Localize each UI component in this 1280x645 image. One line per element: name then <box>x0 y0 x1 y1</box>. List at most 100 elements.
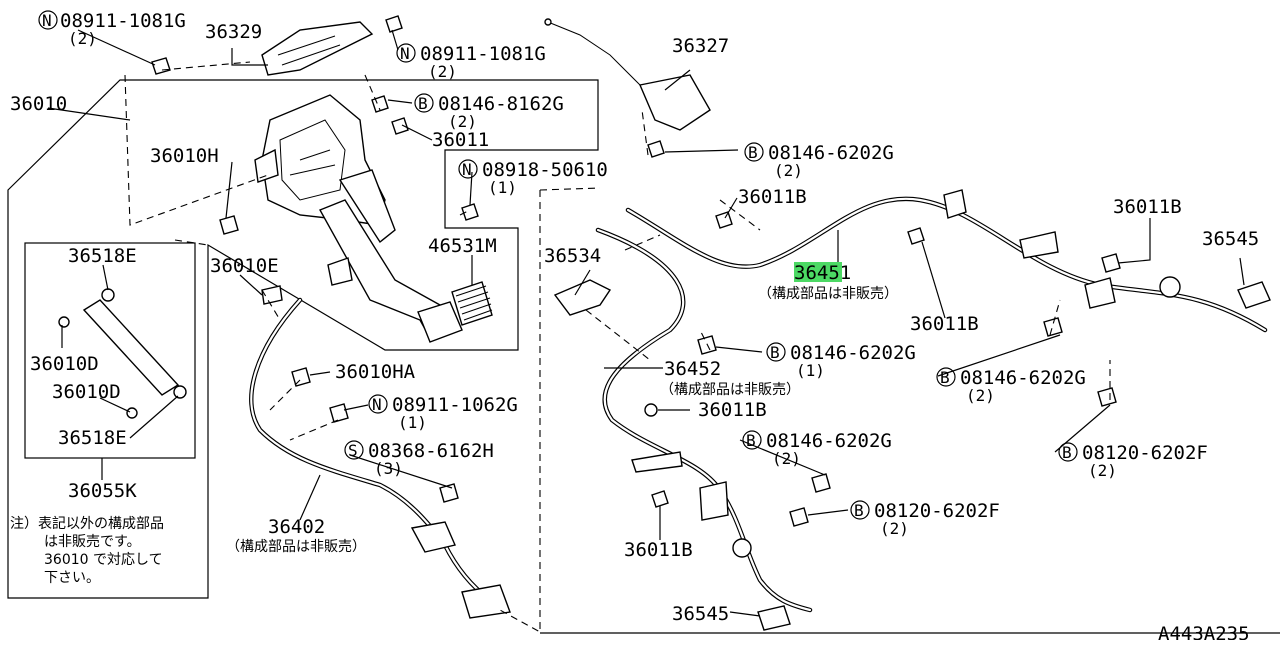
prefix-letter: B <box>854 501 864 520</box>
cable-36451 <box>625 189 1268 333</box>
prefix-circle <box>414 93 434 113</box>
prefix-letter: B <box>418 94 428 113</box>
fastener-f12: B 08120-6202F (2) <box>1058 442 1208 480</box>
label-36402: 36402 <box>268 516 325 538</box>
prefix-circle <box>38 10 58 30</box>
fastener-f10: B 08146-6202G (2) <box>742 430 892 468</box>
prefix-letter: N <box>400 44 410 63</box>
cable-36452 <box>595 227 813 613</box>
fastener-qty: (2) <box>772 449 801 468</box>
brake-pedal-arm <box>319 199 463 343</box>
fastener-qty: (2) <box>774 161 803 180</box>
prefix-letter: B <box>748 143 758 162</box>
fasteners-shapes <box>151 15 1121 527</box>
fastener-number: 08146-6202G <box>768 142 894 164</box>
boundary-36010 <box>7 79 599 599</box>
fastener-number: 08911-1081G <box>420 43 546 65</box>
prefix-circle <box>936 367 956 387</box>
leaders <box>47 29 1245 617</box>
label-36010H: 36010H <box>150 145 219 167</box>
note-line-1: 注）表記以外の構成部品 <box>10 515 164 532</box>
fastener-f2: N 08911-1081G (2) <box>396 43 546 81</box>
footnote: 注）表記以外の構成部品 は非販売です。 36010 で対応して 下さい。 <box>10 515 164 586</box>
fastener-number: 08146-8162G <box>438 93 564 115</box>
note-line-3: 36010 で対応して <box>44 552 163 568</box>
bracket-36329 <box>261 21 374 76</box>
label-46531M: 46531M <box>428 235 497 257</box>
fastener-qty: (2) <box>448 112 477 131</box>
label-36010E: 36010E <box>210 255 279 277</box>
label-36534: 36534 <box>544 245 601 267</box>
fastener-qty: (1) <box>398 413 427 432</box>
pedal-pad-46531M <box>451 281 493 326</box>
fastener-f4: N 08918-50610 (1) <box>458 159 608 197</box>
note-36402: （構成部品は非販売） <box>226 539 366 555</box>
prefix-letter: N <box>42 11 52 30</box>
prefix-circle <box>744 142 764 162</box>
label-36011B-c: 36011B <box>910 313 979 335</box>
label-36010HA: 36010HA <box>335 361 416 383</box>
fastener-qty: (1) <box>488 178 517 197</box>
fastener-f8: B 08146-6202G (1) <box>766 342 916 380</box>
note-36452: （構成部品は非販売） <box>660 382 800 398</box>
label-36451[interactable]: 36451 <box>794 262 851 284</box>
label-36011B-b: 36011B <box>1113 196 1182 218</box>
note-line-4: 下さい。 <box>44 570 100 586</box>
reference-lines <box>124 61 1111 633</box>
fastener-f7: B 08146-6202G (2) <box>744 142 894 180</box>
fastener-qty: (2) <box>68 29 97 48</box>
label-36545-a: 36545 <box>1202 228 1259 250</box>
prefix-letter: B <box>770 343 780 362</box>
cable-ends-36545 <box>757 281 1271 631</box>
parking-pedal-arm <box>327 169 396 286</box>
fastener-qty: (1) <box>796 361 825 380</box>
label-36011: 36011 <box>432 129 489 151</box>
label-36010D-b: 36010D <box>52 381 121 403</box>
fastener-number: 08146-6202G <box>960 367 1086 389</box>
prefix-circle <box>742 430 762 450</box>
label-36011B-a: 36011B <box>738 186 807 208</box>
fastener-qty: (2) <box>1088 461 1117 480</box>
label-36327: 36327 <box>672 35 729 57</box>
prefix-letter: S <box>348 441 358 460</box>
prefix-letter: B <box>746 431 756 450</box>
prefix-letter: N <box>372 395 382 414</box>
prefix-circle <box>766 342 786 362</box>
label-36011B-e: 36011B <box>624 539 693 561</box>
prefix-circle <box>1058 442 1078 462</box>
label-36010D-a: 36010D <box>30 353 99 375</box>
fastener-number: 08911-1081G <box>60 10 186 32</box>
fastener-number: 08120-6202F <box>874 500 1000 522</box>
fastener-number: 08120-6202F <box>1082 442 1208 464</box>
damper-36055K <box>58 288 187 419</box>
prefix-circle <box>396 43 416 63</box>
fastener-f6: S 08368-6162H (3) <box>344 440 494 478</box>
bracket-36534 <box>553 279 612 316</box>
fastener-f3: B 08146-8162G (2) <box>414 93 564 131</box>
cable-36402 <box>249 297 511 619</box>
fastener-number: 08146-6202G <box>766 430 892 452</box>
label-36010: 36010 <box>10 93 67 115</box>
label-36518E-bot: 36518E <box>58 427 127 449</box>
fastener-number: 08368-6162H <box>368 440 494 462</box>
prefix-letter: B <box>940 368 950 387</box>
fastener-f11: B 08120-6202F (2) <box>850 500 1000 538</box>
prefix-letter: N <box>462 160 472 179</box>
label-36329: 36329 <box>205 21 262 43</box>
note-36451: （構成部品は非販売） <box>758 286 898 302</box>
prefix-circle <box>458 159 478 179</box>
label-36518E-top: 36518E <box>68 245 137 267</box>
fastener-qty: (3) <box>374 459 403 478</box>
fastener-f9: B 08146-6202G (2) <box>936 367 1086 405</box>
diagram-id: A443A235 <box>1158 623 1250 640</box>
highlight-36451 <box>794 262 842 282</box>
fastener-number: 08146-6202G <box>790 342 916 364</box>
fastener-f5: N 08911-1062G (1) <box>368 394 518 432</box>
fastener-qty: (2) <box>880 519 909 538</box>
prefix-letter: B <box>1062 443 1072 462</box>
label-36545-b: 36545 <box>672 603 729 625</box>
label-36452: 36452 <box>664 358 721 380</box>
fastener-qty: (2) <box>966 386 995 405</box>
